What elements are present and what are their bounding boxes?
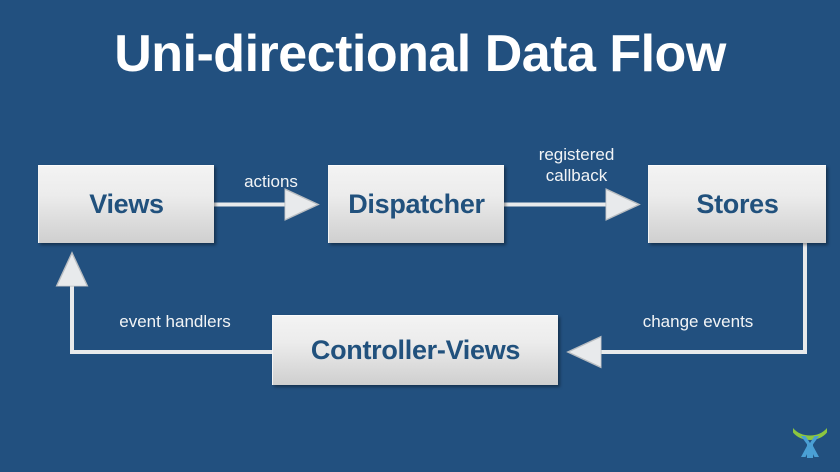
- node-stores[interactable]: Stores: [648, 165, 826, 243]
- node-controller-views-label: Controller-Views: [310, 335, 521, 365]
- company-logo-icon: [793, 428, 827, 458]
- node-views[interactable]: Views: [38, 165, 214, 243]
- edge-label-event-handlers: event handlers: [119, 312, 231, 331]
- edge-label-actions: actions: [244, 172, 298, 191]
- edge-label-registered-callback: registered callback: [538, 145, 615, 185]
- logo-stem-shape: [807, 444, 813, 458]
- arrow-event-handlers: [72, 256, 272, 354]
- logo-arc-shape: [793, 428, 827, 440]
- node-stores-label: Stores: [696, 189, 779, 219]
- edge-label-change-events: change events: [642, 312, 754, 331]
- node-dispatcher[interactable]: Dispatcher: [328, 165, 504, 243]
- node-controller-views[interactable]: Controller-Views: [272, 315, 558, 385]
- arrow-change-events: [571, 243, 807, 352]
- page-title: Uni-directional Data Flow: [114, 25, 726, 83]
- node-views-label: Views: [89, 189, 164, 219]
- node-dispatcher-label: Dispatcher: [348, 189, 485, 219]
